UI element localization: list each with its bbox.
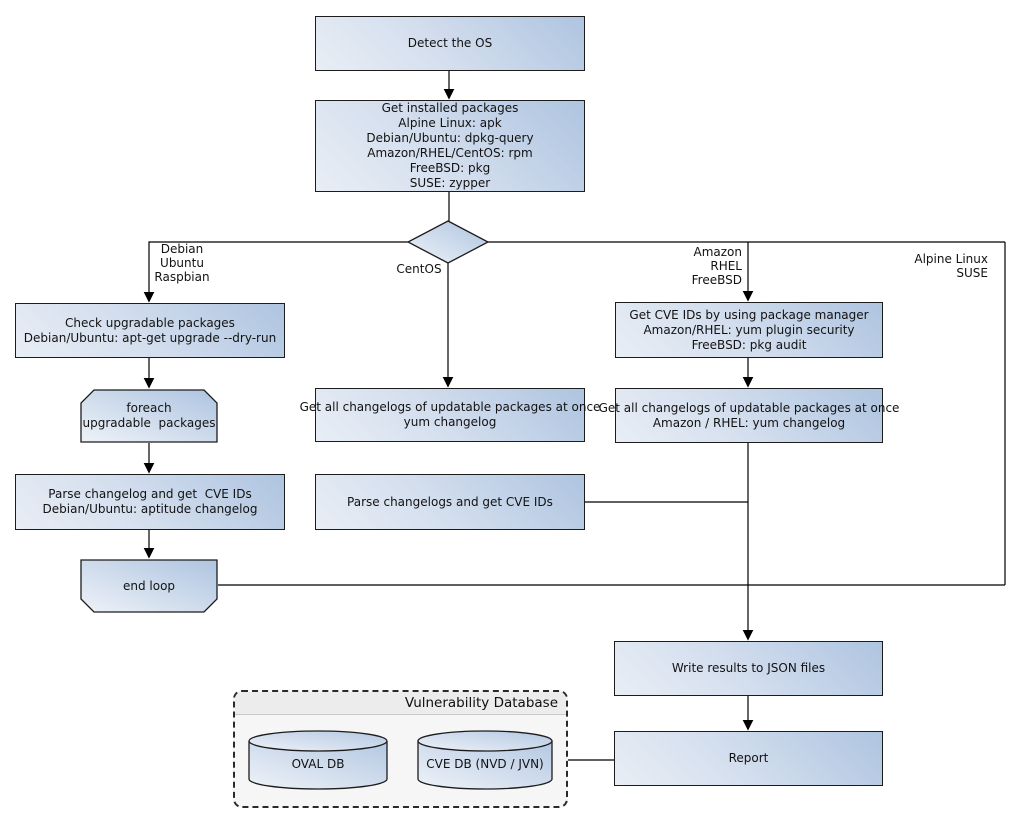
node-get-changelogs-centos: Get all changelogs of updatable packages…	[300, 388, 600, 442]
branch-label-debian: Debian Ubuntu Raspbian	[154, 242, 210, 284]
node-check-upgradable-packages: Check upgradable packages Debian/Ubuntu:…	[15, 303, 285, 358]
node-end-loop: end loop	[80, 559, 218, 613]
loop-start-shape	[80, 389, 218, 443]
cve-db-label: CVE DB (NVD / JVN)	[426, 757, 544, 771]
node-foreach-loop-start: foreach upgradable packages	[80, 389, 218, 443]
node-get-installed-packages: Get installed packages Alpine Linux: apk…	[315, 100, 585, 192]
oval-db-cylinder: OVAL DB	[248, 730, 388, 790]
loop-end-shape	[80, 559, 218, 613]
node-detect-os: Detect the OS	[315, 16, 585, 71]
node-parse-changelogs-centos: Parse changelogs and get CVE IDs	[315, 474, 585, 530]
branch-label-amazon: Amazon RHEL FreeBSD	[691, 245, 742, 287]
node-get-cve-ids-package-manager: Get CVE IDs by using package manager Ama…	[615, 302, 883, 358]
node-report: Report	[614, 731, 883, 786]
database-cylinder-shape	[248, 730, 388, 790]
end-loop-label: end loop	[122, 578, 176, 593]
node-parse-changelog-debian: Parse changelog and get CVE IDs Debian/U…	[15, 474, 285, 530]
os-decision-diamond	[406, 220, 490, 264]
cve-db-cylinder: CVE DB (NVD / JVN)	[417, 730, 553, 790]
branch-label-alpine: Alpine Linux SUSE	[914, 252, 988, 280]
loop-start-label: foreach upgradable packages	[82, 401, 216, 430]
node-write-results-json: Write results to JSON files	[614, 641, 883, 696]
node-get-changelogs-amazon: Get all changelogs of updatable packages…	[599, 388, 899, 443]
vulnerability-database-title: Vulnerability Database	[235, 692, 566, 715]
branch-label-centos: CentOS	[396, 262, 442, 276]
oval-db-label: OVAL DB	[291, 757, 345, 771]
database-cylinder-shape	[417, 730, 553, 790]
